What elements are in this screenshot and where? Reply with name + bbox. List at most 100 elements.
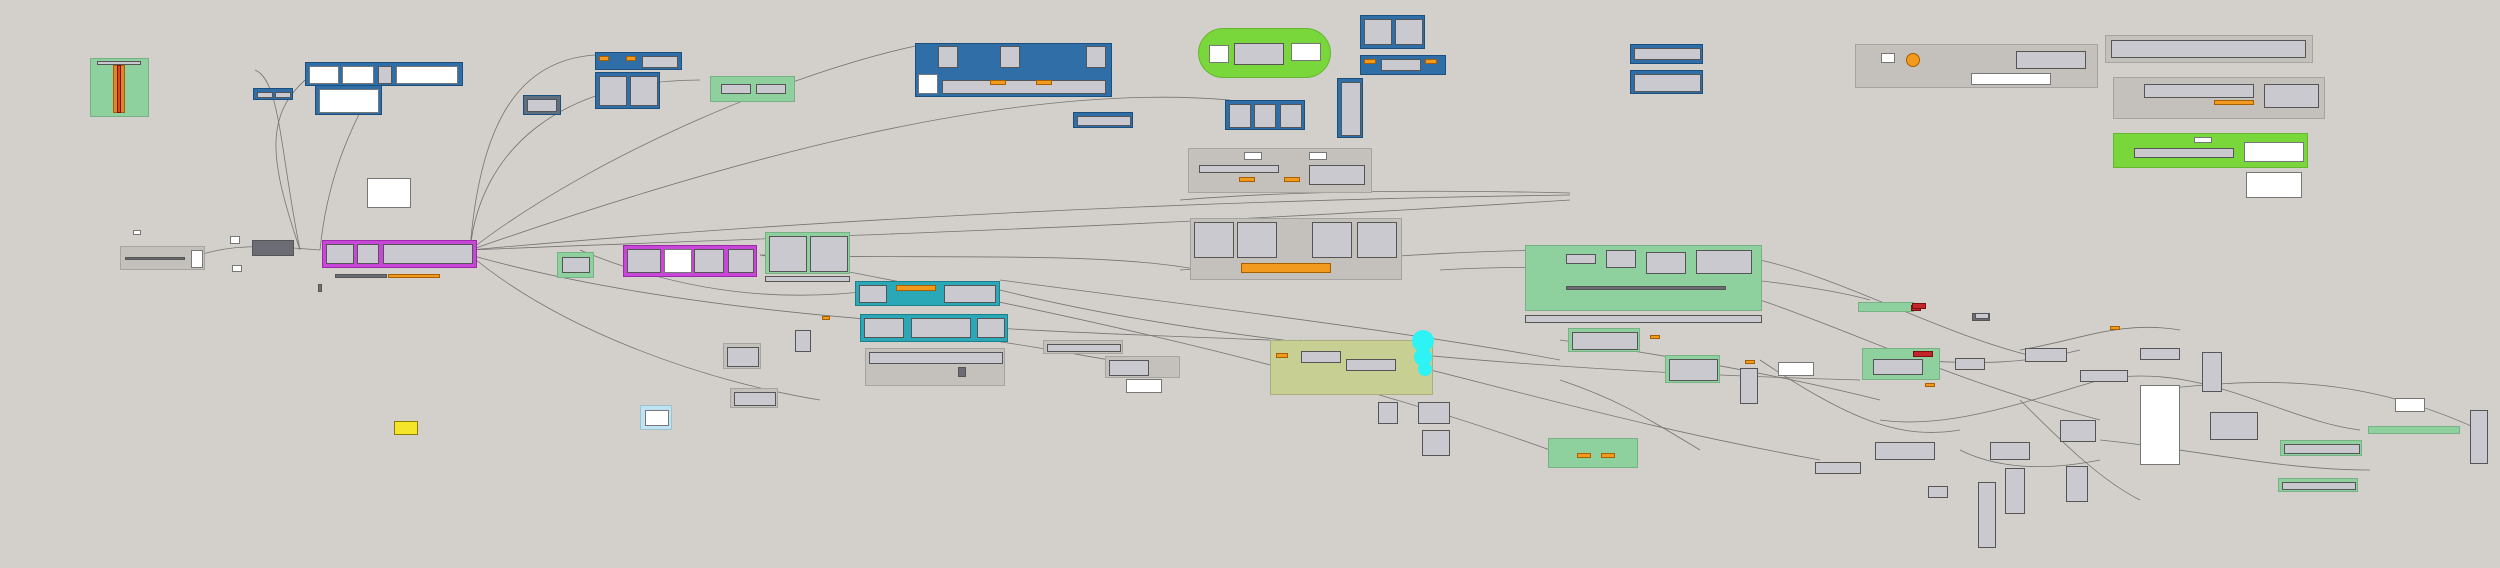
param-node[interactable]	[2110, 326, 2120, 330]
result-panel[interactable]	[1778, 362, 1814, 376]
group-data-lists-d[interactable]	[523, 95, 561, 115]
output-node[interactable]	[1873, 359, 1923, 375]
preview-node[interactable]	[1234, 43, 1284, 65]
analysis-node[interactable]	[1646, 252, 1686, 274]
group-output-green-b[interactable]	[1862, 348, 1940, 380]
group-export-lime[interactable]	[2113, 133, 2308, 168]
group-data-lists-g[interactable]	[1360, 15, 1425, 49]
list-node[interactable]	[1381, 59, 1421, 71]
note-panel[interactable]	[394, 421, 418, 435]
preview-output-node[interactable]	[765, 276, 850, 282]
input-cluster-node[interactable]	[252, 240, 294, 256]
cyan-marker-node[interactable]	[1412, 330, 1434, 352]
param-node[interactable]	[1577, 453, 1591, 458]
note-panel[interactable]	[133, 230, 141, 235]
output-node[interactable]	[2080, 370, 2128, 382]
output-node[interactable]	[2066, 466, 2088, 502]
logic-node[interactable]	[734, 392, 776, 406]
list-node[interactable]	[1634, 74, 1701, 92]
group-analysis-green-d[interactable]	[1548, 438, 1638, 468]
list-node[interactable]	[257, 92, 273, 98]
list-panel[interactable]	[342, 66, 374, 84]
group-data-lists-k[interactable]	[1630, 44, 1703, 64]
export-node[interactable]	[2264, 84, 2319, 108]
analysis-node[interactable]	[1696, 250, 1752, 274]
transform-node[interactable]	[869, 352, 1003, 364]
export-panel[interactable]	[1881, 53, 1895, 63]
group-data-lists-a[interactable]	[253, 88, 293, 100]
group-transform-teal-a[interactable]	[855, 281, 1000, 306]
preview-node[interactable]	[562, 257, 590, 273]
group-data-lists-c[interactable]	[315, 85, 382, 115]
export-node[interactable]	[2134, 148, 2234, 158]
list-node[interactable]	[1364, 19, 1392, 45]
group-data-lists-l[interactable]	[1630, 70, 1703, 94]
gradient-header-node[interactable]	[97, 61, 141, 65]
list-node[interactable]	[1229, 104, 1251, 128]
analysis-node[interactable]	[1606, 250, 1636, 268]
list-node[interactable]	[630, 76, 658, 106]
output-node[interactable]	[1378, 402, 1398, 424]
param-node[interactable]	[1650, 335, 1660, 339]
export-node[interactable]	[2016, 51, 2086, 69]
list-node[interactable]	[1634, 48, 1701, 60]
group-info-panel[interactable]	[640, 405, 672, 430]
geometry-node[interactable]	[728, 249, 754, 273]
param-node[interactable]	[626, 56, 636, 61]
geometry-panel[interactable]	[664, 249, 692, 273]
list-node[interactable]	[942, 80, 1106, 94]
analysis-node[interactable]	[1669, 359, 1718, 381]
group-analysis-green-b[interactable]	[1568, 328, 1640, 352]
output-node[interactable]	[1978, 482, 1996, 548]
output-node[interactable]	[1975, 313, 1989, 319]
preview-node[interactable]	[1194, 222, 1234, 258]
output-node[interactable]	[2282, 482, 2356, 490]
output-node[interactable]	[2025, 348, 2067, 362]
group-data-small-blue[interactable]	[1073, 112, 1133, 128]
output-node[interactable]	[2005, 468, 2025, 514]
output-panel[interactable]	[2395, 398, 2425, 412]
group-logic-gray-d[interactable]	[1043, 340, 1123, 354]
input-slider[interactable]	[125, 257, 185, 260]
group-output-green-c[interactable]	[2280, 440, 2362, 456]
group-geometry-magenta-b[interactable]	[623, 245, 757, 277]
transform-node[interactable]	[944, 285, 996, 303]
input-panel[interactable]	[191, 250, 203, 268]
group-preview-green-a[interactable]	[710, 76, 795, 102]
group-logic-gray-e[interactable]	[1105, 356, 1180, 393]
preview-node[interactable]	[1357, 222, 1397, 258]
group-data-main-blue[interactable]	[915, 43, 1112, 97]
group-output-green-a[interactable]	[1858, 302, 1921, 312]
transform-node[interactable]	[977, 318, 1005, 338]
preview-panel[interactable]	[1209, 45, 1229, 63]
output-node[interactable]	[1928, 486, 1948, 498]
logic-panel[interactable]	[1309, 152, 1327, 160]
list-node[interactable]	[599, 76, 627, 106]
group-analysis-green[interactable]	[1525, 245, 1762, 311]
info-panel[interactable]	[645, 410, 669, 426]
solver-node[interactable]	[1301, 351, 1341, 363]
list-node[interactable]	[1254, 104, 1276, 128]
export-panel[interactable]	[2246, 172, 2302, 198]
logic-node[interactable]	[1199, 165, 1279, 173]
arc-preview-node[interactable]	[1237, 222, 1277, 258]
group-preview-green-b[interactable]	[557, 252, 594, 278]
list-node[interactable]	[1395, 19, 1423, 45]
group-data-lists-b[interactable]	[305, 62, 463, 86]
group-data-lists-h[interactable]	[1360, 55, 1446, 75]
transform-node[interactable]	[911, 318, 971, 338]
param-node[interactable]	[1601, 453, 1615, 458]
output-node[interactable]	[2060, 420, 2096, 442]
export-node[interactable]	[2111, 40, 2306, 58]
preview-panel[interactable]	[1291, 43, 1321, 61]
output-node[interactable]	[1875, 442, 1935, 460]
arc-preview-node[interactable]	[810, 236, 848, 272]
result-node[interactable]	[1740, 368, 1758, 404]
group-data-lists-f[interactable]	[595, 72, 660, 109]
output-node[interactable]	[1418, 402, 1450, 424]
param-node[interactable]	[1925, 383, 1935, 387]
export-node[interactable]	[2144, 84, 2254, 98]
param-node[interactable]	[1364, 59, 1376, 64]
param-node[interactable]	[990, 80, 1006, 85]
input-param-panel[interactable]	[232, 265, 242, 272]
